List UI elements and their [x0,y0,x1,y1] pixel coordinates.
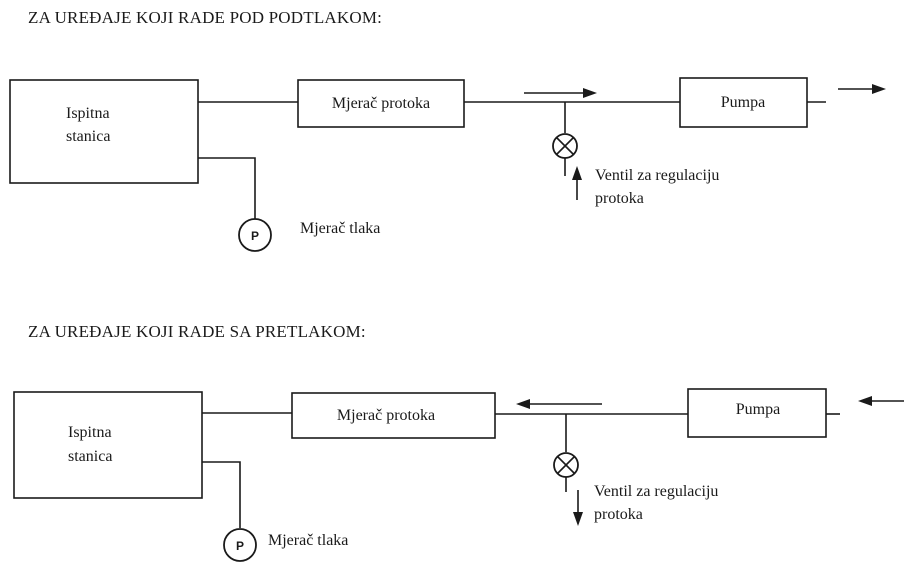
test-station-box [13,391,203,499]
flow-direction-arrow-left [516,399,602,409]
vacuum-section-heading: ZA UREĐAJE KOJI RADE POD PODTLAKOM: [28,8,383,27]
test-station-box [9,79,199,184]
flow-direction-arrow-right [524,88,597,98]
pressure-gauge-icon: P [223,528,257,562]
valve-label-line1: Ventil za regulaciju [595,167,719,184]
valve-label-line1: Ventil za regulaciju [594,483,718,500]
test-station-label-line1: Ispitna [66,105,110,122]
flow-meter-box [291,392,496,439]
valve-outlet-arrow-down [573,490,583,526]
flow-control-valve-icon [552,133,578,159]
flow-meter-label: Mjerač protoka [332,95,430,112]
outlet-arrow-right [838,84,886,94]
flow-control-valve-icon [553,452,579,478]
pump-box [679,77,808,128]
flow-meter-label: Mjerač protoka [337,407,435,424]
gauge-branch-pipe [202,461,241,528]
pressure-diagram: Ispitna stanica Mjerač protoka Pumpa [13,388,904,562]
pump-label: Pumpa [736,401,780,418]
gauge-label: Mjerač tlaka [268,532,348,549]
gauge-label: Mjerač tlaka [300,220,380,237]
gauge-symbol: P [251,229,259,243]
flow-meter-box [297,79,465,128]
valve-inlet-arrow-up [572,166,582,200]
pressure-gauge-icon: P [238,218,272,252]
pump-box [687,388,827,438]
vacuum-diagram: Ispitna stanica Mjerač protoka Pumpa [9,77,886,252]
gauge-symbol: P [236,539,244,553]
pressure-section-heading: ZA UREĐAJE KOJI RADE SA PRETLAKOM: [28,322,366,341]
test-station-label-line1: Ispitna [68,424,112,441]
valve-label-line2: protoka [594,506,643,523]
gauge-branch-pipe [198,157,256,219]
test-station-label-line2: stanica [66,128,110,145]
pump-label: Pumpa [721,94,765,111]
inlet-arrow-left [858,396,904,406]
test-station-label-line2: stanica [68,448,112,465]
valve-label-line2: protoka [595,190,644,207]
